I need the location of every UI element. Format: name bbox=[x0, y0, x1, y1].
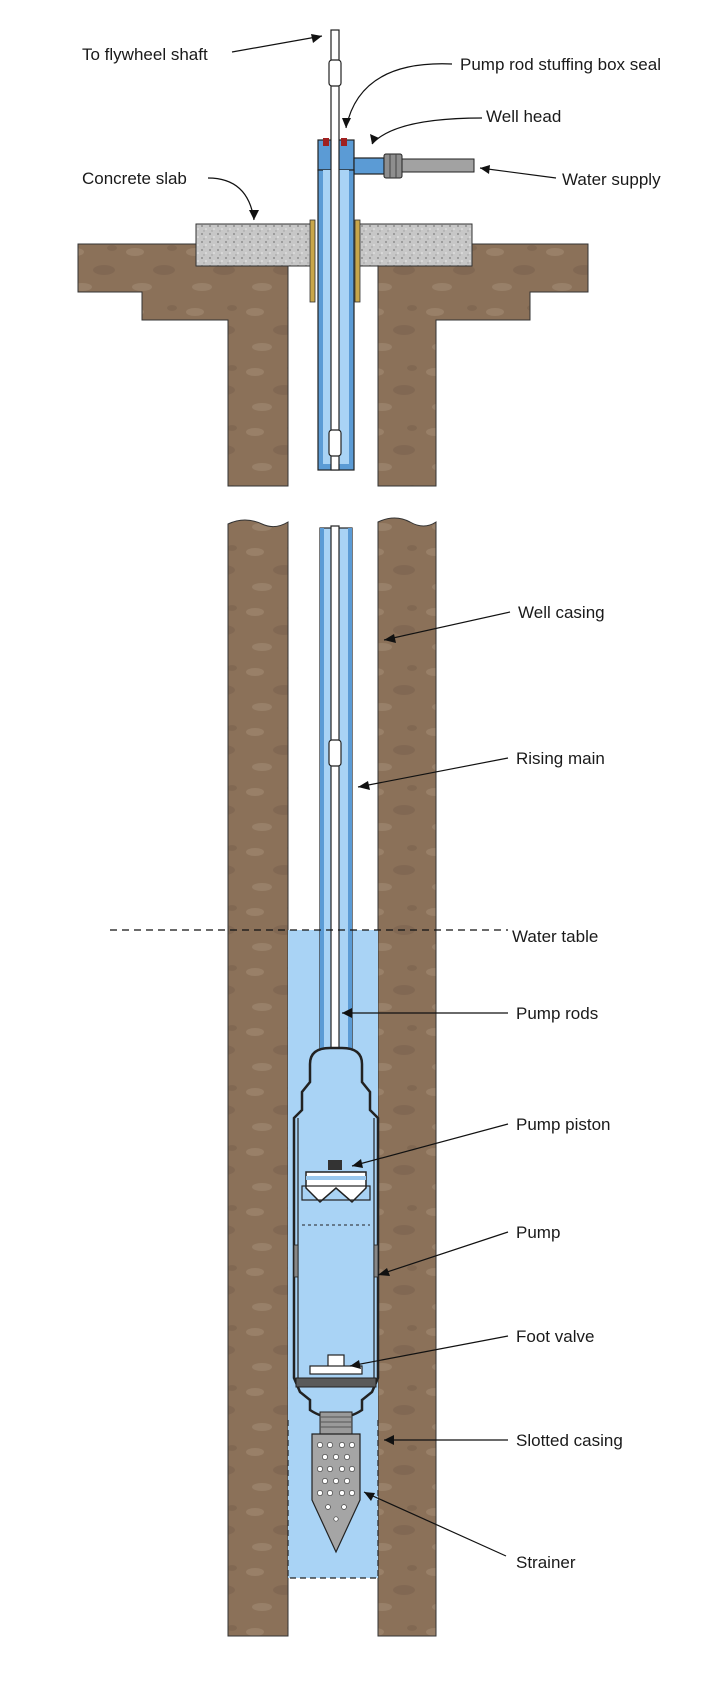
pump-rod bbox=[328, 29, 342, 1157]
label-pump-piston: Pump piston bbox=[516, 1115, 611, 1134]
leader-pump-piston bbox=[351, 1123, 509, 1167]
label-well-head: Well head bbox=[486, 107, 561, 126]
slab-sleeve-left bbox=[309, 219, 316, 303]
stuffing-box-seal-left bbox=[323, 138, 329, 146]
ground-upper bbox=[77, 243, 589, 487]
label-strainer: Strainer bbox=[516, 1553, 576, 1572]
leader-strainer bbox=[363, 1491, 507, 1557]
slotted-casing-outline bbox=[287, 1420, 379, 1579]
labels: To flywheel shaft Pump rod stuffing box … bbox=[82, 45, 661, 1572]
leader-lines bbox=[207, 35, 557, 1557]
label-pump: Pump bbox=[516, 1223, 560, 1242]
slab-sleeve-right bbox=[354, 219, 361, 303]
water-supply-pipe bbox=[401, 158, 475, 173]
stuffing-box-seal-right bbox=[341, 138, 347, 146]
strainer bbox=[311, 1411, 361, 1554]
arrow-heads bbox=[249, 34, 490, 1501]
leader-rising-main bbox=[357, 757, 509, 788]
label-well-casing: Well casing bbox=[518, 603, 605, 622]
label-pump-rods: Pump rods bbox=[516, 1004, 598, 1023]
pump-body bbox=[292, 1046, 380, 1420]
foot-valve bbox=[295, 1354, 377, 1388]
well-head bbox=[317, 138, 475, 179]
leader-well-casing bbox=[383, 611, 511, 641]
label-stuffing-box-seal: Pump rod stuffing box seal bbox=[460, 55, 661, 74]
leader-foot-valve bbox=[349, 1335, 509, 1367]
leader-flywheel-shaft bbox=[231, 35, 323, 53]
leader-pump bbox=[377, 1231, 509, 1276]
pump-piston bbox=[301, 1160, 371, 1226]
label-water-supply: Water supply bbox=[562, 170, 661, 189]
leader-water-supply bbox=[479, 167, 557, 179]
label-rising-main: Rising main bbox=[516, 749, 605, 768]
label-water-table: Water table bbox=[512, 927, 598, 946]
leader-well-head bbox=[371, 117, 483, 145]
leader-stuffing-box-seal bbox=[345, 63, 453, 129]
label-flywheel-shaft: To flywheel shaft bbox=[82, 45, 208, 64]
label-slotted-casing: Slotted casing bbox=[516, 1431, 623, 1450]
leader-concrete-slab bbox=[207, 177, 255, 221]
label-foot-valve: Foot valve bbox=[516, 1327, 594, 1346]
label-concrete-slab: Concrete slab bbox=[82, 169, 187, 188]
ground-lower bbox=[227, 517, 437, 1637]
